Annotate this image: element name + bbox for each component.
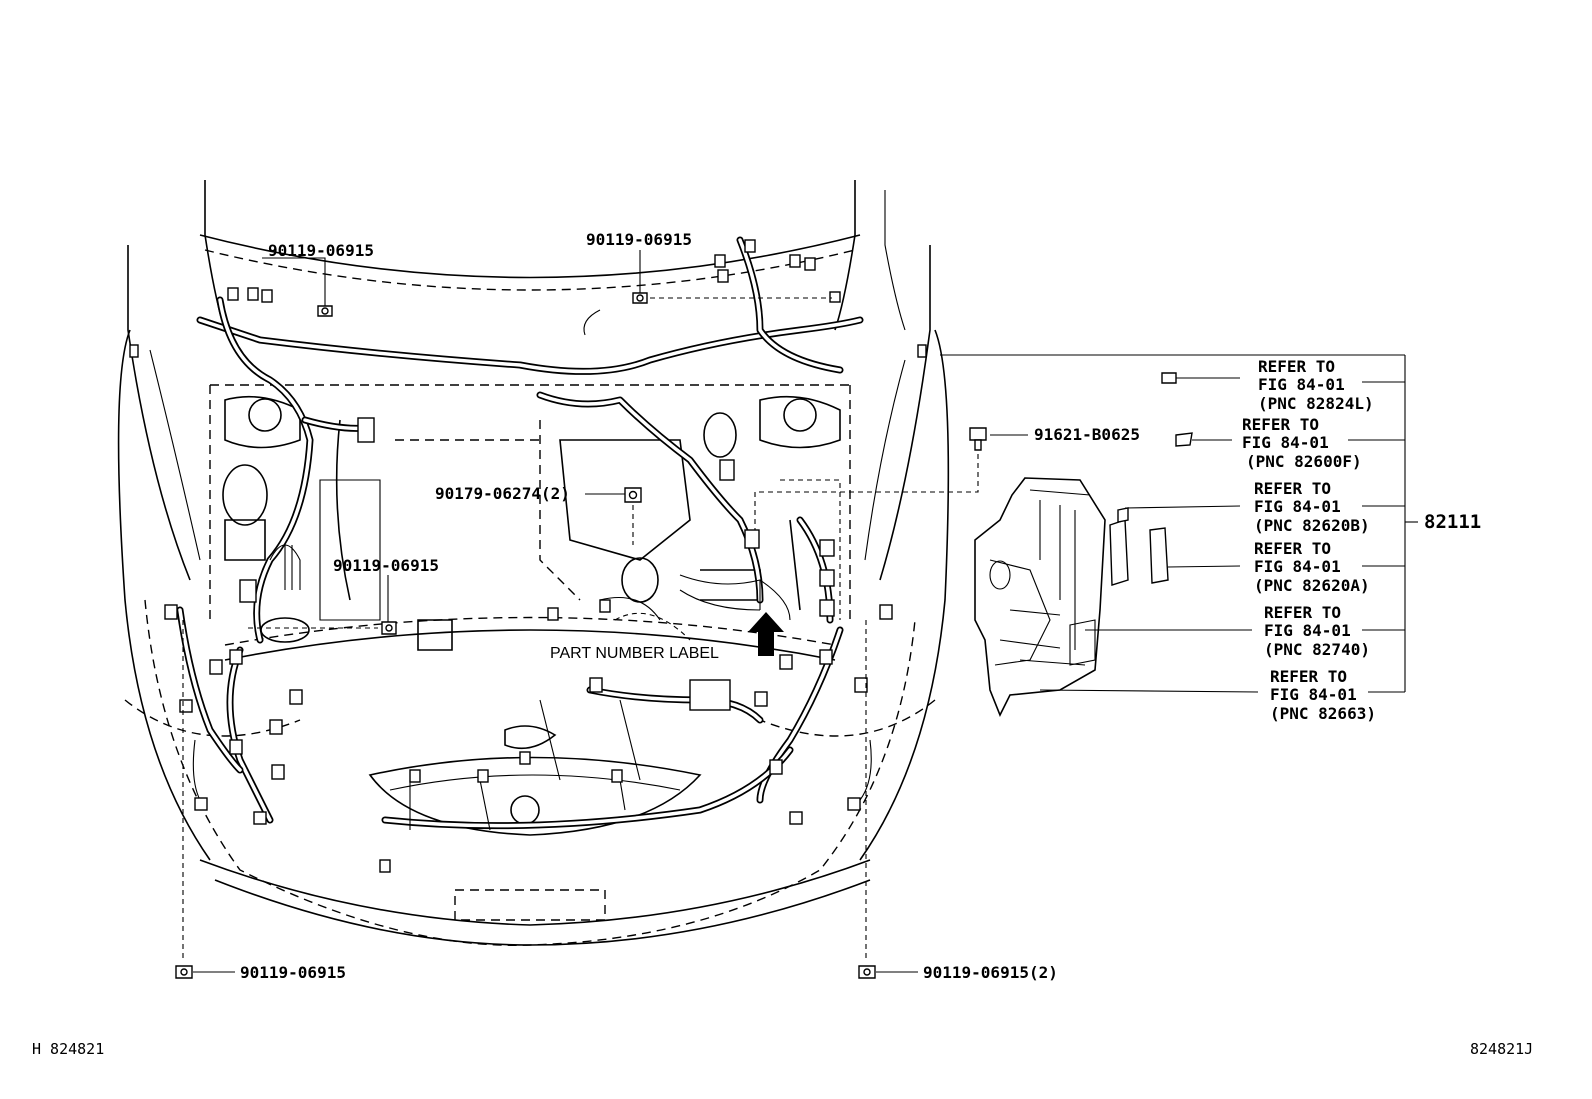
- connector: [269, 719, 283, 735]
- connector: [409, 769, 421, 783]
- callout-nut-center: 90179-06274(2): [435, 484, 570, 503]
- reference-line: REFER TO: [1270, 667, 1347, 686]
- connector: [227, 287, 239, 301]
- reference-leaders: [940, 354, 1418, 693]
- footer-right-code: 824821J: [1470, 1040, 1533, 1058]
- connector: [179, 699, 193, 713]
- reference-line: (PNC 82620B): [1254, 516, 1370, 535]
- connector: [209, 659, 223, 675]
- part-number-label-text: PART NUMBER LABEL: [550, 645, 719, 662]
- connector: [819, 569, 835, 587]
- callout-bolt-bottom-right: 90119-06915(2): [923, 963, 1058, 982]
- reference-line: FIG 84-01: [1270, 685, 1357, 704]
- connector: [819, 539, 835, 557]
- connector: [229, 649, 243, 665]
- bolt-icon: [632, 292, 648, 304]
- reference-line: FIG 84-01: [1264, 621, 1351, 640]
- connector: [357, 417, 375, 443]
- callout-bolt-bottom-left: 90119-06915: [240, 963, 346, 982]
- callout-bolt-top-center: 90119-06915: [586, 230, 692, 249]
- part-number-arrow-icon: [748, 612, 784, 656]
- callout-bolt-mid-left: 90119-06915: [333, 556, 439, 575]
- connector: [804, 257, 816, 271]
- reference-block: REFER TO FIG 84-01 (PNC 82600F): [1242, 415, 1362, 471]
- connector: [789, 254, 801, 268]
- relay-block-assembly: [974, 372, 1193, 717]
- connector: [829, 291, 841, 303]
- connectors: [129, 239, 927, 873]
- vehicle-body-outline: [117, 180, 950, 946]
- connector: [754, 691, 768, 707]
- connector: [547, 607, 559, 621]
- connector: [289, 689, 303, 705]
- connector: [194, 797, 208, 811]
- bolt-icon: [317, 305, 333, 317]
- footer-left-code: H 824821: [32, 1040, 104, 1058]
- connector: [847, 797, 861, 811]
- connector: [519, 751, 531, 765]
- reference-line: (PNC 82600F): [1246, 452, 1362, 471]
- reference-block: REFER TO FIG 84-01 (PNC 82620A): [1254, 539, 1370, 595]
- connector: [247, 287, 259, 301]
- bolt-icon: [858, 965, 876, 979]
- bolt-icon: [381, 621, 397, 635]
- connector: [719, 459, 735, 481]
- callout-bolt-top-left: 90119-06915: [268, 241, 374, 260]
- reference-line: (PNC 82824L): [1258, 394, 1374, 413]
- connector: [261, 289, 273, 303]
- connector: [379, 859, 391, 873]
- reference-line: FIG 84-01: [1254, 557, 1341, 576]
- nut-icon: [624, 487, 642, 503]
- connector: [164, 604, 178, 620]
- connector: [689, 679, 731, 711]
- reference-line: FIG 84-01: [1258, 375, 1345, 394]
- connector: [599, 599, 611, 613]
- connector: [477, 769, 489, 783]
- connector: [589, 677, 603, 693]
- connector: [229, 739, 243, 755]
- fasteners: [175, 250, 1028, 979]
- connector: [744, 529, 760, 549]
- connector: [744, 239, 756, 253]
- connector: [854, 677, 868, 693]
- assembly-part-number: 82111: [1424, 511, 1481, 533]
- connector: [271, 764, 285, 780]
- connector: [253, 811, 267, 825]
- reference-line: REFER TO: [1254, 539, 1331, 558]
- reference-line: REFER TO: [1264, 603, 1341, 622]
- connector: [239, 579, 257, 603]
- connector: [129, 344, 139, 358]
- reference-block: REFER TO FIG 84-01 (PNC 82824L): [1258, 357, 1374, 413]
- connector: [714, 254, 726, 268]
- connector: [769, 759, 783, 775]
- bolt-icon: [969, 427, 987, 451]
- connector: [717, 269, 729, 283]
- reference-line: REFER TO: [1258, 357, 1335, 376]
- reference-line: REFER TO: [1242, 415, 1319, 434]
- reference-block: REFER TO FIG 84-01 (PNC 82663): [1270, 667, 1376, 723]
- reference-line: FIG 84-01: [1242, 433, 1329, 452]
- connector: [917, 344, 927, 358]
- reference-line: REFER TO: [1254, 479, 1331, 498]
- engine-bay: [222, 395, 841, 825]
- connector: [611, 769, 623, 783]
- connector: [879, 604, 893, 620]
- wire-harness: [176, 236, 872, 831]
- reference-block: REFER TO FIG 84-01 (PNC 82740): [1264, 603, 1370, 659]
- connector: [819, 599, 835, 617]
- reference-line: FIG 84-01: [1254, 497, 1341, 516]
- reference-line: (PNC 82620A): [1254, 576, 1370, 595]
- reference-line: (PNC 82663): [1270, 704, 1376, 723]
- connector: [819, 649, 833, 665]
- reference-line: (PNC 82740): [1264, 640, 1370, 659]
- callout-bolt-right: 91621-B0625: [1034, 425, 1140, 444]
- bolt-icon: [175, 965, 193, 979]
- connector: [789, 811, 803, 825]
- reference-block: REFER TO FIG 84-01 (PNC 82620B): [1254, 479, 1370, 535]
- connector: [779, 654, 793, 670]
